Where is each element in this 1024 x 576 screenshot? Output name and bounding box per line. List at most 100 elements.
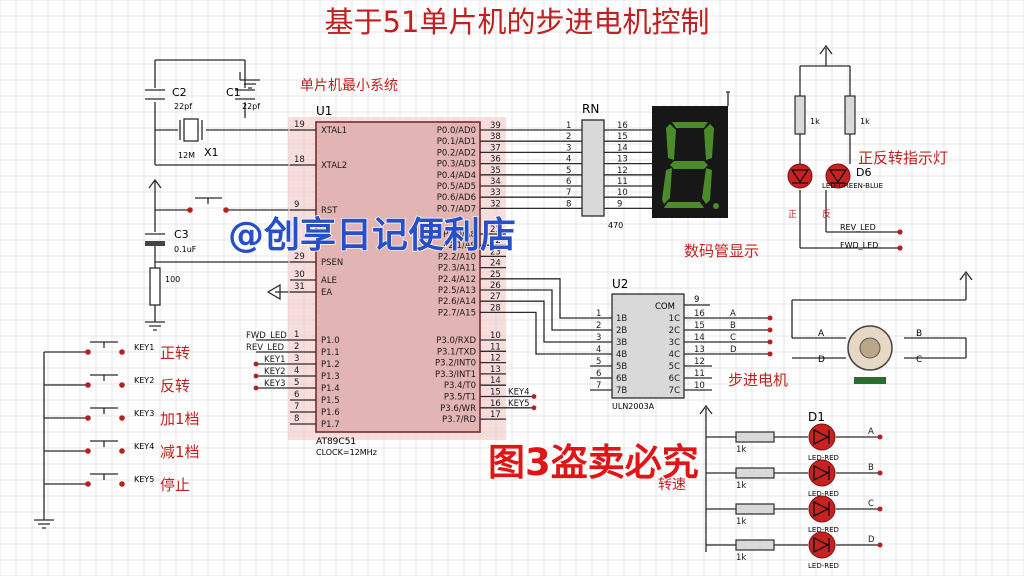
page-title: 基于51单片机的步进电机控制 [325, 5, 710, 39]
uln-phase: B [730, 321, 736, 331]
mcu-pin-num: 22 [490, 236, 501, 246]
mcu-pin-num: 29 [294, 252, 305, 262]
mcu-pin-name: EA [321, 288, 332, 298]
copyright-stamp: 图3盗卖必究 [488, 441, 699, 484]
p1-net: REV_LED [246, 343, 284, 353]
mcu-pin-name: P0.7/AD7 [437, 204, 476, 214]
uln-com-num: 9 [694, 295, 699, 305]
mcu-pin-num: 26 [490, 281, 501, 291]
rn-body [581, 119, 605, 217]
uln-in-name: 1B [616, 314, 627, 324]
seg-c [702, 168, 712, 204]
forward-mark: 正 [788, 210, 797, 220]
c3-value: 0.1uF [174, 245, 197, 254]
key-label: 正转 [160, 344, 190, 362]
mcu-pin-name: P3.2/INT0 [435, 359, 476, 369]
mcu-pin-name: P1.4 [321, 384, 340, 394]
motor-phase-c: C [916, 355, 922, 365]
mcu-pin-num: 2 [294, 342, 299, 352]
speed-led-part: LED-RED [808, 454, 839, 462]
seg-f [666, 124, 676, 160]
speed-led-phase: C [868, 499, 874, 509]
uln-out-name: 5C [669, 362, 680, 372]
x1-ref: X1 [204, 146, 219, 159]
c2-value: 22pf [174, 102, 192, 111]
mcu-pin-num: 7 [294, 402, 299, 412]
uln-in-name: 2B [616, 326, 627, 336]
key-label: 减1档 [160, 443, 200, 461]
mcu-pin-num: 17 [490, 410, 501, 420]
mcu-pin-num: 38 [490, 132, 501, 142]
reset-resistor-value: 100 [165, 275, 180, 284]
rn-left-pin: 7 [566, 188, 571, 198]
x1-value: 12M [178, 151, 195, 160]
speed-led [808, 495, 836, 523]
motor-phase-d: D [818, 355, 825, 365]
speed-resistor [735, 431, 775, 443]
mcu-pin-num: 31 [294, 282, 305, 292]
mcu-pin-name: P1.1 [321, 348, 340, 358]
seg-d [664, 202, 704, 208]
p1-net: KEY3 [264, 379, 286, 389]
rn-right-pin: 13 [617, 155, 628, 165]
speed-leds: D1 1kLED-REDA1kLED-REDB1kLED-REDC1kLED-R… [658, 404, 883, 570]
mcu-pin-name: P3.3/INT1 [435, 370, 476, 380]
uln-out-name: 4C [669, 350, 680, 360]
mcu-clock: CLOCK=12MHz [316, 448, 377, 457]
rn-left-pin: 4 [566, 155, 571, 165]
seven-segment-display: 数码管显示 [652, 91, 759, 260]
uln-in-name: 7B [616, 386, 627, 396]
key-label: 停止 [160, 476, 190, 494]
uln-in-num: 5 [596, 357, 601, 367]
key-ref: KEY2 [134, 376, 154, 385]
speed-resistor-value: 1k [736, 481, 746, 491]
mcu-pin-name: P0.2/AD2 [437, 148, 476, 158]
c1-ref: C1 [226, 86, 241, 99]
mcu-pin-name: P0.5/AD5 [437, 182, 476, 192]
uln-out-num: 15 [694, 321, 705, 331]
mcu-pin-name: P3.6/WR [440, 404, 476, 414]
uln-in-name: 5B [616, 362, 627, 372]
speed-section-label: 转速 [658, 477, 686, 493]
speed-resistor [735, 467, 775, 479]
uln-in-num: 2 [596, 321, 601, 331]
seg-g [670, 161, 708, 169]
crystal-x1 [183, 118, 199, 142]
seg-dp [713, 203, 719, 209]
mcu-pin-name: P0.4/AD4 [437, 171, 476, 181]
speed-led [808, 531, 836, 559]
mcu-pin-name: P1.7 [321, 420, 340, 430]
mcu-u1: U1 单片机最小系统 AT89C51 CLOCK=12MHz 19XTAL118… [246, 78, 537, 457]
mcu-pin-num: 34 [490, 177, 501, 187]
c3-ref: C3 [174, 228, 189, 241]
mcu-pin-name: RST [321, 206, 338, 216]
uln-out-name: 6C [669, 374, 680, 384]
speed-led-phase: D [868, 535, 875, 545]
mcu-pin-name: P2.0/A8 [443, 230, 476, 240]
speed-led-part: LED-RED [808, 490, 839, 498]
mcu-pin-name: P1.3 [321, 372, 340, 382]
uln-in-num: 1 [596, 309, 601, 319]
rn-right-pin: 14 [617, 143, 628, 153]
mcu-pin-name: P3.0/RXD [436, 336, 476, 346]
indicator-section-label: 正反转指示灯 [858, 149, 948, 167]
mcu-ref: U1 [316, 104, 332, 118]
mcu-pin-num: 11 [490, 342, 501, 352]
rn-left-pin: 2 [566, 132, 571, 142]
rn-right-pin: 9 [617, 199, 622, 209]
uln-in-name: 4B [616, 350, 627, 360]
uln-in-num: 3 [596, 333, 601, 343]
p3-net: KEY4 [508, 388, 530, 398]
speed-resistor-value: 1k [736, 517, 746, 527]
p1-net: KEY2 [264, 367, 286, 377]
uln-out-num: 12 [694, 357, 705, 367]
rn-right-pin: 12 [617, 166, 628, 176]
mcu-pin-num: 19 [294, 120, 305, 130]
uln-out-num: 13 [694, 345, 705, 355]
rn-right-pin: 11 [617, 177, 628, 187]
